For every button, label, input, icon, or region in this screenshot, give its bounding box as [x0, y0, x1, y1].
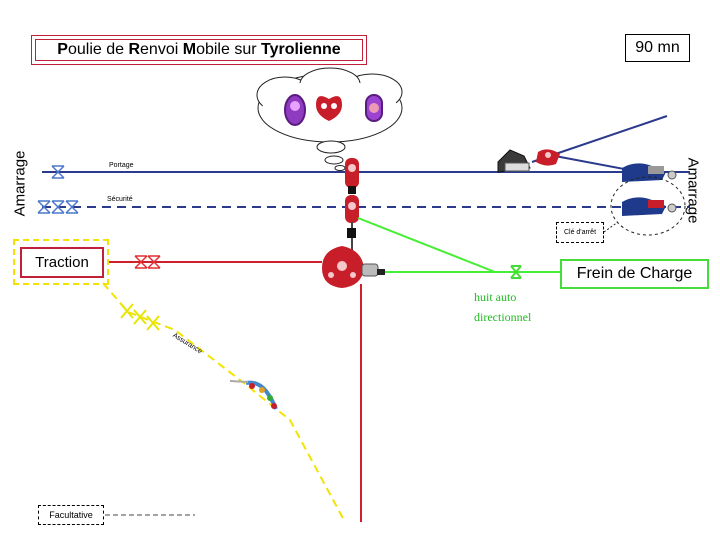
pulley-icon [284, 94, 383, 126]
frein-diagonal [357, 217, 496, 273]
title-part: R [128, 41, 141, 58]
title-part: P [57, 41, 68, 58]
pulley-icon [322, 246, 379, 288]
huit-note: huit auto directionnel [474, 287, 531, 327]
traction-box: Traction [20, 247, 104, 278]
title-part: oulie de [67, 41, 129, 58]
title-part: M [182, 41, 197, 58]
knot-icon [37, 165, 79, 214]
title-part: obile sur [196, 41, 261, 58]
portage-label: Portage [109, 162, 134, 169]
rope-clamp-icon [245, 380, 278, 410]
traction-dashed-frame [13, 239, 109, 285]
pulley-icon [345, 158, 359, 258]
rope-clamp-icon [622, 163, 677, 216]
knot-icon [510, 265, 522, 279]
duration-badge: 90 mn [625, 34, 690, 62]
frein-de-charge-box: Frein de Charge [560, 259, 709, 289]
facultative-box: Facultative [38, 505, 104, 525]
huit-note-line2: directionnel [474, 310, 532, 324]
cle-circle [610, 176, 686, 236]
title-part: Tyrolienne [260, 41, 341, 58]
title-part: envoi [140, 41, 183, 58]
huit-note-line1: huit auto [474, 290, 517, 304]
cle-arret-box: Clé d'arrêt [556, 222, 604, 243]
right-anchor-label: Amarrage [684, 157, 702, 224]
knot-icon [120, 303, 160, 331]
knot-icon [134, 255, 161, 269]
securite-label: Sécurité [107, 196, 133, 203]
left-anchor-label: Amarrage [11, 150, 29, 217]
rope-clamp-icon [497, 149, 560, 173]
